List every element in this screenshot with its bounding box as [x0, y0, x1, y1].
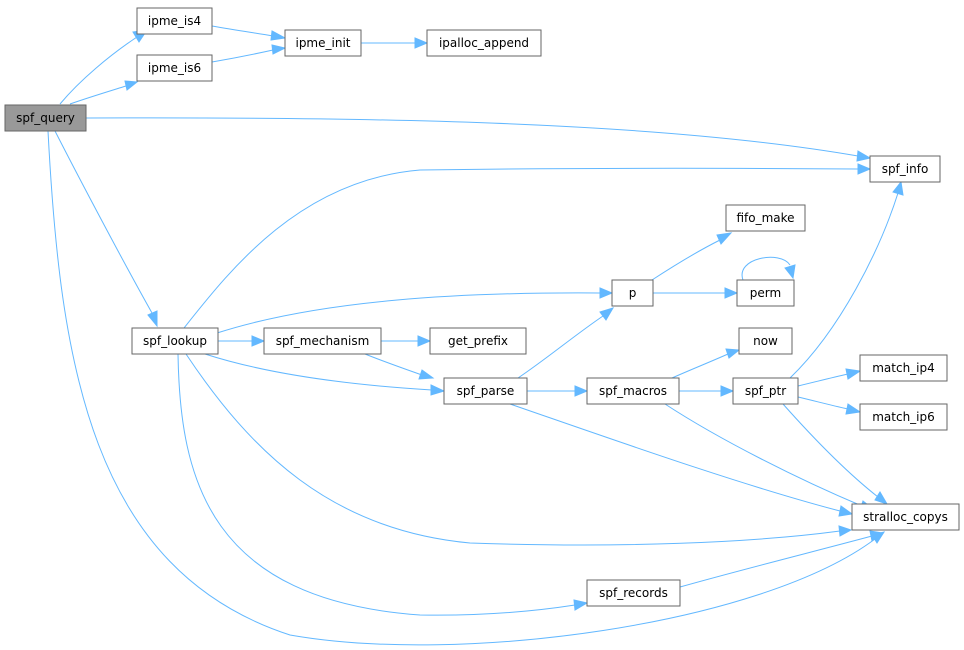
node-label: spf_mechanism: [276, 334, 370, 348]
node-label: ipme_init: [295, 36, 350, 50]
node-label: ipalloc_append: [439, 36, 529, 50]
node-label: spf_ptr: [745, 384, 786, 398]
node-label: spf_records: [599, 586, 668, 600]
node-label: ipme_is4: [148, 14, 201, 28]
nodes-layer: spf_query ipme_is4 ipme_is6 ipme_init ip…: [4, 7, 960, 607]
edge-perm-perm: [741, 256, 796, 281]
edge-spf_query-spf_lookup: [54, 130, 158, 328]
edge-spf_lookup-stralloc_copys: [185, 353, 853, 546]
edge-spf_parse-stralloc_copys: [509, 403, 854, 517]
node-now[interactable]: now: [738, 327, 793, 355]
node-perm[interactable]: perm: [736, 279, 795, 307]
node-match_ip4[interactable]: match_ip4: [859, 354, 948, 382]
node-spf_parse[interactable]: spf_parse: [443, 377, 528, 405]
node-spf_mechanism[interactable]: spf_mechanism: [263, 327, 382, 355]
edge-spf_ptr-match_ip6: [797, 396, 862, 415]
node-label: get_prefix: [448, 334, 508, 348]
edge-spf_query-ipme_is6: [69, 80, 139, 105]
edge-spf_ptr-match_ip4: [797, 368, 862, 387]
edge-p-fifo_make: [651, 232, 733, 281]
node-label: ipme_is6: [148, 61, 201, 75]
node-label: p: [629, 286, 637, 300]
node-stralloc_copys[interactable]: stralloc_copys: [851, 503, 960, 531]
node-label: perm: [750, 286, 781, 300]
node-match_ip6[interactable]: match_ip6: [859, 403, 948, 431]
edge-spf_lookup-spf_records: [177, 353, 589, 616]
edge-spf_macros-now: [671, 348, 741, 379]
edge-spf_lookup-spf_info: [183, 163, 872, 329]
node-label: spf_query: [16, 111, 75, 125]
edge-spf_ptr-stralloc_copys: [782, 403, 889, 505]
node-label: stralloc_copys: [863, 510, 948, 524]
edge-ipme_is4-ipme_init: [211, 25, 287, 41]
node-ipme_init[interactable]: ipme_init: [284, 29, 362, 57]
edge-ipme_is6-ipme_init: [211, 44, 287, 63]
node-spf_query[interactable]: spf_query: [4, 104, 87, 132]
edge-spf_lookup-p: [216, 287, 614, 334]
node-spf_info[interactable]: spf_info: [869, 155, 941, 183]
node-spf_ptr[interactable]: spf_ptr: [732, 377, 799, 405]
edge-spf_query-spf_info: [85, 117, 872, 162]
edge-spf_mechanism-get_prefix: [380, 335, 432, 347]
node-spf_lookup[interactable]: spf_lookup: [131, 327, 219, 355]
node-label: match_ip4: [872, 361, 935, 375]
edges-layer: [47, 25, 904, 646]
node-label: spf_lookup: [143, 334, 207, 348]
node-label: spf_info: [882, 162, 929, 176]
node-label: match_ip6: [872, 410, 935, 424]
edge-spf_macros-stralloc_copys: [664, 403, 875, 511]
node-ipme_is6[interactable]: ipme_is6: [136, 54, 213, 82]
node-spf_macros[interactable]: spf_macros: [586, 377, 680, 405]
node-ipme_is4[interactable]: ipme_is4: [136, 7, 213, 35]
node-spf_records[interactable]: spf_records: [586, 579, 681, 607]
node-label: spf_parse: [457, 384, 515, 398]
node-ipalloc_append[interactable]: ipalloc_append: [426, 29, 542, 57]
node-p[interactable]: p: [611, 279, 654, 307]
edge-p-perm: [652, 287, 739, 299]
edge-ipme_init-ipalloc_append: [360, 37, 429, 49]
edge-spf_parse-p: [517, 307, 615, 379]
node-label: now: [753, 334, 778, 348]
node-fifo_make[interactable]: fifo_make: [725, 204, 806, 232]
edge-spf_ptr-spf_info: [789, 180, 904, 379]
node-get_prefix[interactable]: get_prefix: [429, 327, 527, 355]
edge-spf_mechanism-spf_parse: [364, 353, 435, 380]
node-label: fifo_make: [736, 211, 794, 225]
edge-spf_records-stralloc_copys: [679, 530, 885, 588]
edge-spf_macros-spf_ptr: [679, 385, 735, 397]
edge-spf_parse-spf_macros: [527, 385, 589, 397]
edge-spf_lookup-spf_parse: [204, 353, 446, 396]
node-label: spf_macros: [599, 384, 667, 398]
edge-spf_lookup-spf_mechanism: [217, 335, 266, 347]
